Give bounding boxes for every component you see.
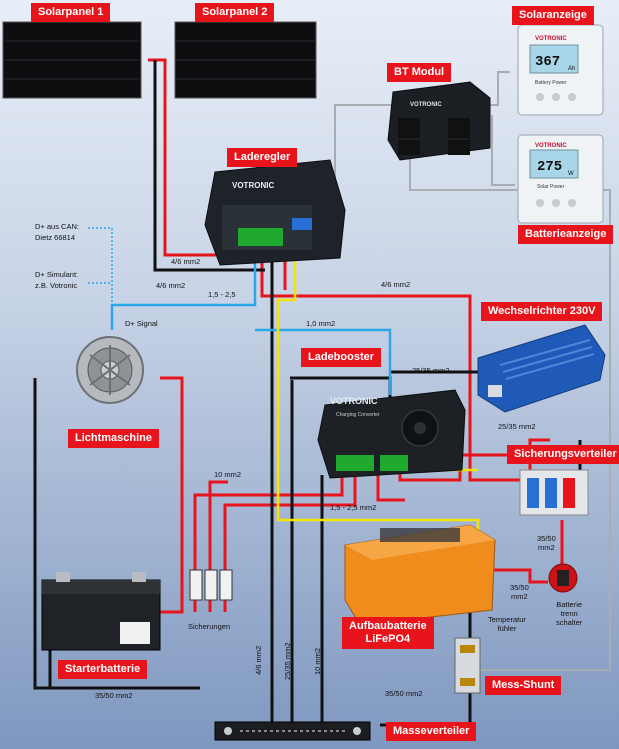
solar-display-value: 367 [535, 54, 560, 70]
solar-panel-2 [174, 21, 317, 99]
wire-label-vertical-1: 4/6 mm2 [254, 645, 263, 675]
solaranzeige-panel: 367 Ah VOTRONIC Battery Power [517, 24, 604, 116]
label-wechselrichter: Wechselrichter 230V [481, 302, 603, 321]
wire-label-starter-ground: 35/50 mm2 [95, 691, 133, 700]
wire-label-vertical-2: 25/35 mm2 [283, 642, 292, 680]
wire-label-shunt-ground: 35/50 mm2 [385, 689, 423, 698]
wire-label-signal-size: 1,0 mm2 [306, 319, 336, 328]
batt-display-caption: Solar Power [537, 184, 565, 190]
wire-label-inverter: 25/35 mm2 [498, 422, 536, 431]
label-lichtmaschine: Lichtmaschine [68, 429, 160, 448]
wire-label-solar-minus: 4/6 mm2 [156, 281, 186, 290]
fuse-block [189, 569, 233, 601]
mess-shunt-device [454, 637, 481, 694]
wire-label-booster-input: 10 mm2 [214, 470, 242, 479]
note-dplus-can-2: Dietz 66814 [35, 233, 76, 242]
wire-label-vertical-3: 10 mm2 [313, 647, 322, 675]
label-starterbatterie: Starterbatterie [58, 660, 148, 679]
label-batterieanzeige: Batterieanzeige [518, 225, 614, 244]
laderegler-device: VOTRONIC [204, 159, 346, 266]
wire-label-fuse-switch: 35/50 mm2 [537, 534, 556, 552]
bt-module-device: VOTRONIC [387, 81, 491, 161]
batt-display-brand: VOTRONIC [535, 143, 567, 149]
label-ladebooster: Ladebooster [301, 348, 382, 367]
wire-label-ladeausgang: 4/6 mm2 [381, 280, 411, 289]
label-bt-modul: BT Modul [387, 63, 452, 82]
battery-switch-device [548, 563, 578, 593]
note-dplus-sim-2: z.B. Votronic [35, 281, 78, 290]
sicherungsverteiler-device [519, 469, 589, 516]
booster-brand: VOTRONIC [330, 396, 378, 406]
label-solaranzeige: Solaranzeige [512, 6, 594, 25]
label-solarpanel-2: Solarpanel 2 [195, 3, 275, 22]
wire-label-solar-plus: 4/6 mm2 [171, 257, 201, 266]
note-sicherungen: Sicherungen [188, 622, 231, 631]
bt-brand: VOTRONIC [410, 102, 442, 108]
note-batterie-trennschalter: Batterie trenn schalter [556, 600, 583, 627]
wire-label-battery-switch: 35/50 mm2 [510, 583, 529, 601]
laderegler-brand: VOTRONIC [232, 181, 274, 190]
wire-label-booster-minus: 25/35 mm2 [412, 366, 450, 375]
batterieanzeige-panel: 275 W VOTRONIC Solar Power [517, 134, 604, 224]
starterbatterie-device [41, 572, 161, 651]
solar-panel-1 [2, 21, 142, 99]
booster-model: Charging Converter [336, 412, 380, 418]
label-laderegler: Laderegler [227, 148, 298, 167]
note-dplus-signal: D+ Signal [125, 319, 158, 328]
dplus-dotted [88, 227, 113, 305]
label-masseverteiler: Masseverteiler [386, 722, 477, 741]
dplus-signal-wire [110, 250, 392, 395]
note-dplus-can-1: D+ aus CAN: [35, 222, 79, 231]
wire-label-booster-output: 1,5 - 2,5 mm2 [330, 503, 377, 512]
masseverteiler-device [214, 721, 371, 741]
solar-display-unit: Ah [568, 66, 575, 72]
note-temperaturfuehler: Temperatur fühler [488, 615, 526, 633]
solar-display-brand: VOTRONIC [535, 36, 567, 42]
batt-display-value: 275 [537, 159, 562, 175]
wechselrichter-device [477, 324, 606, 413]
note-dplus-sim-1: D+ Simulant: [35, 270, 79, 279]
solar-display-caption: Battery Power [535, 80, 567, 86]
aufbaubatterie-device [344, 524, 496, 626]
batt-display-unit: W [568, 171, 574, 177]
label-aufbaubatterie: Aufbaubatterie LiFePO4 [342, 617, 434, 649]
wire-label-dplus-size: 1,5 - 2,5 [208, 290, 236, 299]
plus-wires [148, 58, 564, 614]
lichtmaschine-device [76, 336, 144, 404]
label-mess-shunt: Mess-Shunt [485, 676, 562, 695]
ladebooster-device: VOTRONIC Charging Converter [317, 389, 466, 479]
label-sicherungsverteiler: Sicherungsverteiler [507, 445, 619, 464]
label-solarpanel-1: Solarpanel 1 [31, 3, 111, 22]
